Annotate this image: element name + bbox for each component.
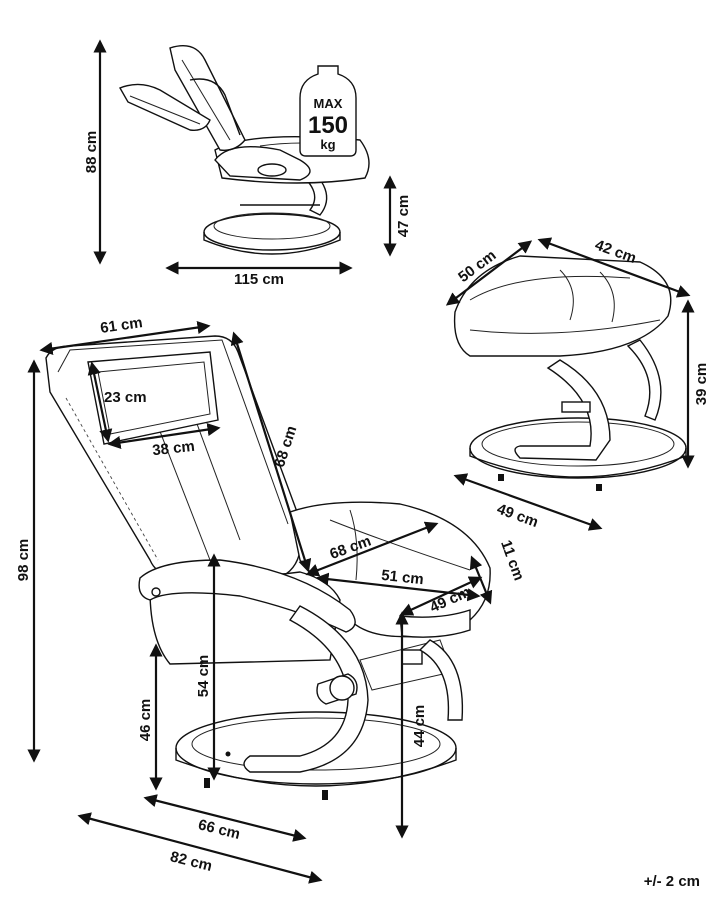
max-weight-badge: MAX 150 kg	[299, 65, 357, 157]
dimension-base-66: 66 cm	[143, 794, 307, 843]
label-82cm: 82 cm	[168, 848, 213, 875]
label-23cm: 23 cm	[104, 389, 147, 406]
dimension-footstool-39: 39 cm	[681, 299, 710, 469]
label-61cm: 61 cm	[99, 314, 143, 337]
label-88cm: 88 cm	[83, 131, 100, 174]
dimension-footstool-49: 49 cm	[453, 473, 603, 531]
dimension-front-44: 44 cm	[395, 611, 428, 839]
label-54cm: 54 cm	[195, 655, 212, 698]
label-44cm: 44 cm	[411, 705, 428, 748]
dimension-seat-46: 46 cm	[137, 643, 163, 791]
dimension-chair-61: 61 cm	[39, 314, 211, 356]
label-38cm: 38 cm	[151, 438, 195, 459]
tolerance-note: +/- 2 cm	[644, 873, 700, 890]
dimension-height-98: 98 cm	[15, 359, 41, 763]
dimension-length-115: 115 cm	[165, 261, 353, 288]
weight-value-label: 150	[308, 112, 348, 139]
dimension-armrest-54: 54 cm	[195, 553, 221, 781]
label-46cm: 46 cm	[137, 699, 154, 742]
weight-max-label: MAX	[314, 96, 343, 111]
label-98cm: 98 cm	[15, 539, 32, 582]
weight-unit-label: kg	[320, 137, 335, 152]
label-39cm: 39 cm	[693, 363, 710, 406]
dimension-headrest-38: 38 cm	[107, 423, 221, 459]
label-11cm: 11 cm	[497, 538, 527, 583]
dimension-footrest-47: 47 cm	[383, 175, 412, 257]
dimension-height-88: 88 cm	[83, 39, 107, 265]
footstool-drawing	[453, 255, 687, 491]
label-back-68cm: 68 cm	[271, 424, 300, 470]
dimension-headrest-23: 23 cm	[87, 361, 147, 443]
label-47cm: 47 cm	[395, 195, 412, 238]
label-115cm: 115 cm	[234, 271, 284, 288]
